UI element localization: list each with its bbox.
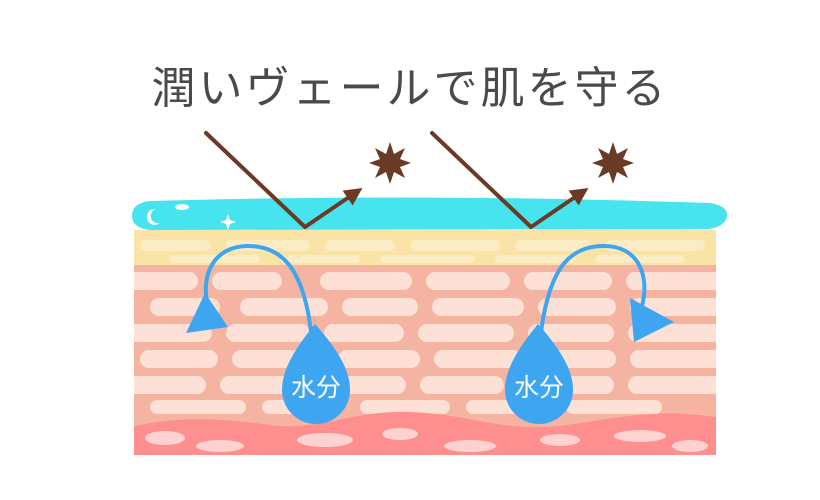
water-cycle-arrow-left xyxy=(186,243,314,342)
irritant-star-icon xyxy=(592,142,634,184)
stratum-corneum-cells xyxy=(140,240,705,263)
reflected-ray-left xyxy=(204,131,363,229)
dermis-cells xyxy=(145,428,708,452)
water-cycle-arrow-right xyxy=(538,243,674,342)
irritant-star-icon xyxy=(369,142,411,184)
water-drop-right: 水分 xyxy=(505,324,573,424)
reflected-ray-right xyxy=(430,131,589,229)
moon-highlight-icon xyxy=(146,208,160,225)
page-title: 潤いヴェールで肌を守る xyxy=(151,63,669,114)
moisture-veil xyxy=(132,197,728,230)
water-drop-label: 水分 xyxy=(514,373,564,402)
water-drop-left: 水分 xyxy=(282,324,350,424)
veil-highlight xyxy=(175,204,189,210)
water-drop-label: 水分 xyxy=(291,373,341,402)
sparkle-icon xyxy=(220,214,236,230)
